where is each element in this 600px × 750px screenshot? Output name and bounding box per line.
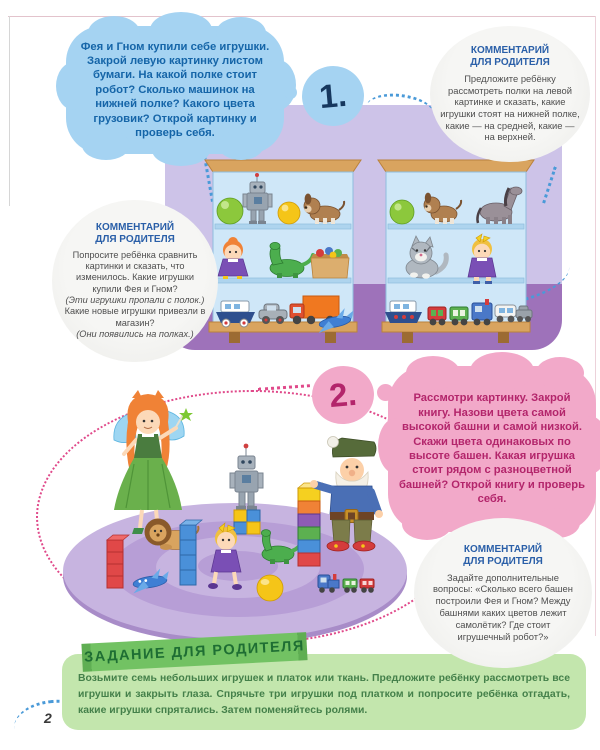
yellow-ball	[256, 574, 284, 602]
comment-title-line2: ДЛЯ РОДИТЕЛЯ	[470, 57, 550, 69]
comment-title-line1: КОММЕНТАРИЙ	[95, 221, 175, 233]
robot-on-blocks	[229, 443, 264, 535]
comment-left-bubble: КОММЕНТАРИЙ ДЛЯ РОДИТЕЛЯ Попросите ребён…	[52, 200, 218, 362]
task2-number: 2.	[327, 374, 359, 415]
comment-top-right-bubble: КОММЕНТАРИЙ ДЛЯ РОДИТЕЛЯ Предложите ребё…	[430, 26, 590, 162]
toy-ship	[385, 300, 422, 323]
toy-ship	[216, 300, 255, 328]
bubble-bump	[56, 62, 92, 110]
comment-title: КОММЕНТАРИЙ ДЛЯ РОДИТЕЛЯ	[61, 222, 209, 246]
bubble-bump	[88, 16, 140, 50]
comment-title-line1: КОММЕНТАРИЙ	[470, 45, 550, 57]
task2-text: Рассмотри картинку. Закрой книгу. Назови…	[399, 392, 585, 506]
scene2-illustration	[63, 390, 407, 644]
toy-dinosaur	[260, 529, 304, 564]
shelf-right-illustration	[377, 159, 535, 343]
toy-green-ball	[389, 199, 415, 225]
bubble-bump	[402, 508, 452, 540]
bubble-bump	[572, 416, 600, 474]
blue-tower	[179, 519, 203, 586]
comment-body: Попросите ребёнка сравнить картинки и ск…	[61, 250, 209, 340]
toy-yellow-ball	[277, 201, 301, 225]
shelf-left-illustration	[204, 159, 362, 343]
comment-title: КОММЕНТАРИЙ ДЛЯ РОДИТЕЛЯ	[428, 544, 578, 568]
task1-number: 1.	[317, 75, 349, 116]
toy-white-car	[494, 304, 517, 323]
bubble-bump	[218, 130, 264, 160]
bubble-bump	[216, 17, 266, 49]
toy-green-ball	[216, 197, 244, 225]
gnome	[310, 436, 383, 552]
bubble-bump	[150, 12, 212, 48]
bubble-bump	[378, 418, 414, 474]
parent-task-ribbon-label: ЗАДАНИЕ ДЛЯ РОДИТЕЛЯ	[83, 638, 306, 666]
comment-body-part1: Попросите ребёнка сравнить картинки и ск…	[72, 249, 198, 294]
scan-edge-right	[595, 16, 596, 636]
comment-title: КОММЕНТАРИЙ ДЛЯ РОДИТЕЛЯ	[440, 45, 580, 69]
bubble-bump	[152, 134, 210, 166]
bubble-bump	[406, 356, 460, 390]
comment-body-part2: Какие новые игрушки привезли в магазин?	[64, 306, 206, 328]
comment-title-line2: ДЛЯ РОДИТЕЛЯ	[463, 555, 543, 567]
bubble-bump	[470, 352, 534, 390]
comment-note2: (Они появились на полках.)	[76, 328, 194, 339]
toy-box-of-blocks	[310, 247, 350, 279]
toy-horse	[476, 186, 523, 224]
parent-task-text: Возьмите семь небольших игрушек и платок…	[78, 673, 570, 716]
task1-bubble: Фея и Гном купили себе игрушки. Закрой л…	[56, 12, 296, 166]
toy-dog	[423, 192, 463, 224]
task1-text: Фея и Гном купили себе игрушки. Закрой л…	[80, 40, 270, 140]
bubble-bump	[82, 130, 130, 160]
red-tower	[106, 534, 130, 589]
sitting-doll	[208, 522, 242, 590]
fairy	[113, 390, 193, 536]
comment-note1: (Эти игрушки пропали с полок.)	[65, 295, 205, 305]
toy-airplane	[318, 308, 354, 334]
bubble-bump	[260, 60, 296, 110]
toy-doll	[217, 237, 249, 279]
comment-bottom-right-bubble: КОММЕНТАРИЙ ДЛЯ РОДИТЕЛЯ Задайте дополни…	[414, 518, 592, 668]
scan-edge-top	[8, 16, 596, 17]
toy-train	[317, 574, 375, 593]
rainbow-tower	[297, 482, 323, 567]
toy-dinosaur	[269, 242, 315, 278]
toy-airplane	[132, 568, 169, 594]
comment-title-line2: ДЛЯ РОДИТЕЛЯ	[95, 233, 175, 245]
comment-title-line1: КОММЕНТАРИЙ	[463, 543, 543, 555]
page-number: 2	[44, 710, 52, 726]
scan-edge-left	[9, 16, 10, 206]
task2-bubble: Рассмотри картинку. Закрой книгу. Назови…	[378, 352, 600, 546]
toy-train	[427, 299, 493, 326]
toy-dog	[303, 193, 346, 224]
bubble-bump	[536, 357, 584, 389]
toy-gray-car	[258, 303, 288, 324]
toy-doll	[467, 233, 497, 284]
toy-gray-car-2	[515, 305, 533, 322]
page-number-value: 2	[44, 710, 52, 726]
toy-robot	[242, 173, 273, 224]
comment-body: Предложите ребёнку рассмотреть полки на …	[440, 73, 580, 143]
comment-body: Задайте дополнительные вопросы: «Сколько…	[433, 571, 573, 642]
task1-bubble-tail	[284, 86, 297, 99]
toy-cat	[405, 235, 449, 279]
